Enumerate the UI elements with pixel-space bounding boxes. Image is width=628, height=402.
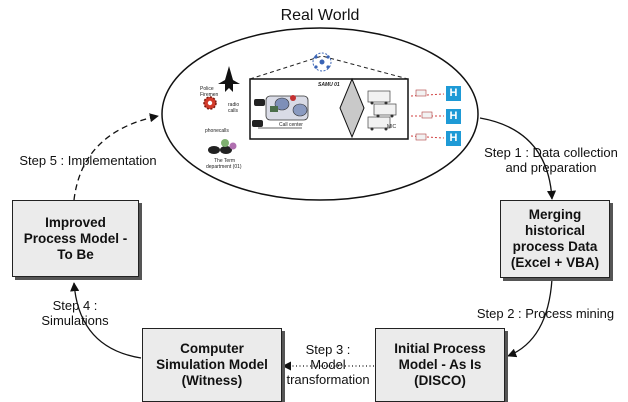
step2-label: Step 2 : Process mining [476, 306, 615, 321]
samu-label: SAMU 01 [318, 82, 340, 88]
initial-process-model-box: Initial Process Model - As Is (DISCO) [375, 328, 505, 402]
phonecalls-label: phonecalls [205, 128, 229, 134]
improved-line-1: Improved [45, 214, 106, 230]
simulation-line-2: Simulation Model [156, 357, 268, 372]
call-center-label: Call center [279, 122, 303, 128]
phone-icon [252, 99, 265, 127]
calls-label: calls [228, 108, 239, 114]
merging-line-4: (Excel + VBA) [510, 255, 600, 270]
step3-label: Step 3 : Model transformation [282, 342, 374, 387]
initial-line-2: Model - As Is [398, 357, 482, 372]
hospital-letter-3: H [449, 132, 458, 144]
simulation-line-3: (Witness) [181, 373, 243, 388]
step4-line-1: Step 4 : [52, 298, 98, 313]
arrow-step2 [507, 278, 553, 358]
ambulances-icon [367, 90, 397, 131]
step4-label: Step 4 : Simulations [30, 298, 120, 328]
step3-line-3: transformation [286, 372, 370, 387]
improved-line-2: Process Model - [23, 230, 128, 246]
step1-label: Step 1 : Data collection and preparation [476, 145, 626, 175]
simulation-line-1: Computer [180, 341, 244, 356]
initial-line-3: (DISCO) [414, 373, 466, 388]
arrow-step5 [73, 113, 159, 201]
hospital-icons [410, 86, 461, 146]
people-icon [208, 139, 237, 154]
step1-line-2: and preparation [505, 160, 597, 175]
step3-line-1: Step 3 : [305, 342, 351, 357]
initial-line-1: Initial Process [394, 341, 486, 356]
merging-line-1: Merging [528, 207, 582, 222]
emergency-services-icon [203, 96, 217, 110]
call-center-icon [265, 95, 309, 121]
firemen-label: Firemen [200, 92, 219, 98]
step4-line-2: Simulations [41, 313, 109, 328]
arrow-step4 [70, 282, 142, 359]
network-icon [312, 52, 332, 72]
hospital-letter-1: H [449, 87, 458, 99]
merging-line-2: historical [524, 223, 586, 238]
plane-icon [218, 66, 240, 92]
improved-line-3: To Be [57, 246, 94, 262]
step5-label: Step 5 : Implementation [19, 153, 157, 168]
arrow-step1 [479, 117, 557, 200]
department-label: department (01) [206, 164, 242, 170]
building-roof [249, 55, 409, 80]
police-label: Police [200, 86, 214, 92]
diagram-title: Real World [280, 7, 360, 24]
simulation-model-box: Computer Simulation Model (Witness) [142, 328, 282, 402]
mic-label: MIC [387, 124, 397, 130]
improved-process-model-box: Improved Process Model - To Be [12, 200, 139, 277]
step3-line-2: Model [310, 357, 346, 372]
diamond-shape [339, 77, 365, 139]
step1-line-1: Step 1 : Data collection [484, 145, 618, 160]
term-label: The Term [214, 158, 236, 164]
radio-label: radio [228, 102, 240, 108]
merging-line-3: process Data [512, 239, 598, 254]
hospital-letter-2: H [449, 110, 458, 122]
merging-data-box: Merging historical process Data (Excel +… [500, 200, 610, 278]
